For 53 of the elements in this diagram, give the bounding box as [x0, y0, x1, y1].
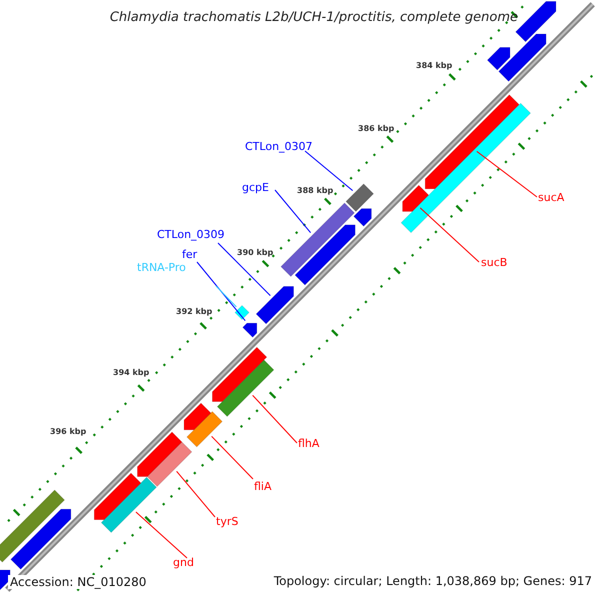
gene-feature: [353, 208, 372, 227]
scale-label: 390 kbp: [237, 249, 274, 257]
leader-line: [196, 262, 246, 322]
gene-label: fer: [182, 249, 198, 260]
leader-line: [420, 207, 480, 262]
gene-label: tRNA-Pro: [137, 262, 186, 273]
gene-feature: [400, 102, 531, 234]
gene-feature: [402, 184, 430, 212]
gene-feature: [186, 411, 223, 448]
gene-label: sucB: [481, 257, 508, 268]
leader-line: [218, 242, 271, 296]
leader-line: [274, 190, 312, 234]
gene-feature: [0, 570, 10, 591]
scale-label: 396 kbp: [50, 428, 86, 436]
gene-feature: [146, 442, 192, 487]
genome-info-text: Topology: circular; Length: 1,038,869 bp; Genes: 917: [274, 575, 592, 587]
gene-label: fliA: [254, 481, 272, 492]
gene-label: CTLon_0309: [157, 229, 225, 240]
scale-label: 394 kbp: [113, 369, 150, 377]
gene-feature: [424, 94, 520, 190]
gene-feature: [100, 476, 157, 533]
gene-label: gcpE: [242, 182, 269, 193]
gene-feature: [486, 47, 510, 70]
leader-line: [211, 436, 254, 480]
leader-line: [176, 470, 216, 518]
gene-feature: [137, 432, 182, 477]
gene-feature: [234, 305, 250, 320]
leader-line: [476, 150, 538, 198]
gene-label: gnd: [173, 557, 194, 568]
gene-feature: [212, 346, 268, 402]
gene-feature: [10, 508, 72, 570]
gene-feature: [216, 360, 274, 417]
gene-feature: [94, 472, 142, 520]
gene-label: tyrS: [216, 516, 238, 527]
gene-feature: [346, 183, 374, 212]
gene-label: CTLon_0307: [245, 141, 313, 152]
leader-line: [216, 286, 237, 308]
gene-feature: [294, 224, 356, 286]
leader-line: [304, 150, 354, 192]
gene-feature: [280, 202, 355, 277]
gene-feature: [242, 322, 258, 338]
map-title: Chlamydia trachomatis L2b/UCH-1/proctitis, complete genome: [110, 11, 518, 24]
gene-feature: [498, 34, 546, 82]
leader-line: [252, 394, 298, 444]
scale-label: 384 kbp: [416, 62, 452, 70]
gene-feature: [184, 402, 212, 430]
gene-feature: [256, 286, 294, 324]
gene-feature: [0, 490, 65, 563]
gene-label: flhA: [298, 438, 320, 449]
scale-label: 392 kbp: [176, 308, 212, 316]
scale-label: 388 kbp: [297, 187, 334, 195]
accession-text: Accession: NC_010280: [8, 575, 148, 589]
gene-label: sucA: [538, 192, 564, 203]
